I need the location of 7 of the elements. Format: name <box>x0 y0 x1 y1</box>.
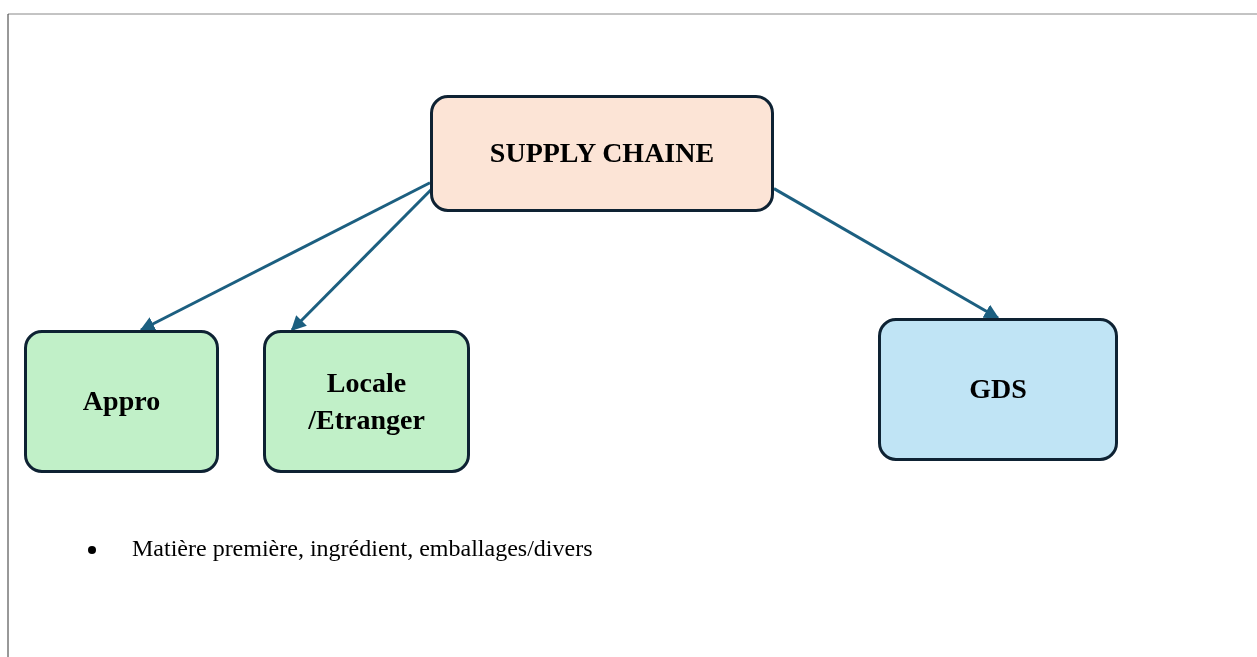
process-box: Locale /Etranger <box>263 330 470 473</box>
arrow <box>773 187 1000 320</box>
bullet-text: Matière première, ingrédient, emballages/divers <box>132 535 593 562</box>
process-box: SUPPLY CHAINE <box>430 95 774 212</box>
process-box: Appro <box>24 330 219 473</box>
process-box: GDS <box>878 318 1118 461</box>
arrow <box>139 181 431 332</box>
